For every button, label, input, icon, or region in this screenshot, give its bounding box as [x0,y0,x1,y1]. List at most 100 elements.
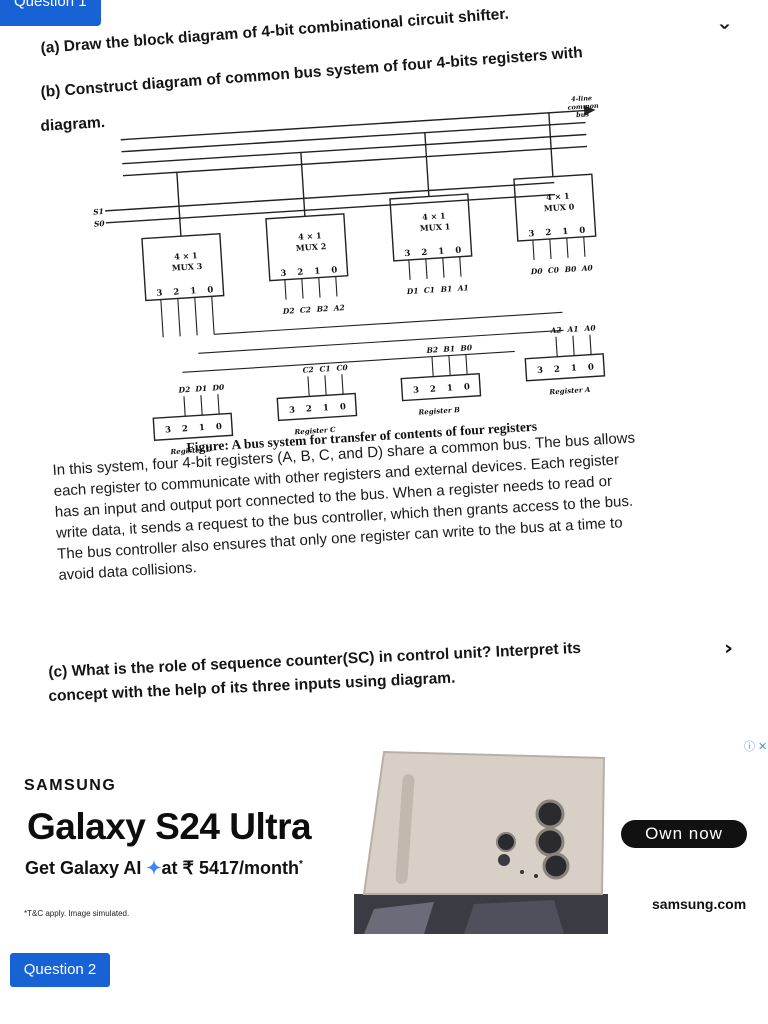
svg-text:B1: B1 [442,344,455,354]
mux-2-title-1: 4 × 1 [298,230,322,241]
mux-1-title-2: MUX 1 [420,221,451,233]
bus-label-2: common [567,102,599,112]
svg-text:0: 0 [464,382,471,392]
select-line-s0 [105,193,556,224]
svg-text:0: 0 [579,226,586,236]
ad-product-name: Galaxy S24 Ultra [27,806,312,847]
svg-text:A2: A2 [332,303,345,313]
select-line-s1 [105,181,555,212]
svg-text:A1: A1 [566,324,579,334]
svg-text:1: 1 [323,403,330,413]
mux-3-title-1: 4 × 1 [174,250,198,261]
svg-text:D1: D1 [194,384,207,394]
svg-text:D0: D0 [211,383,225,393]
register-c-label: Register C [293,425,336,437]
svg-text:2: 2 [421,248,428,258]
ad-choices-icon[interactable]: ⓘ ✕ [744,741,768,753]
svg-text:3: 3 [289,405,296,415]
svg-text:0: 0 [216,422,223,432]
svg-text:A0: A0 [580,263,593,273]
svg-text:1: 1 [438,247,445,257]
svg-text:2: 2 [182,424,189,434]
svg-text:B2: B2 [425,345,438,355]
svg-text:D0: D0 [530,266,544,276]
own-now-button[interactable]: Own now [621,820,747,848]
bus-system-diagram: 4 × 1 MUX 3 4 × 1 MUX 2 4 × 1 MUX 1 4 × … [93,94,606,457]
svg-text:C1: C1 [424,285,436,295]
mux-0-title-1: 4 × 1 [546,191,570,202]
svg-text:3: 3 [156,288,163,298]
svg-text:0: 0 [340,402,347,412]
question-1-label: Question 1 [14,0,87,10]
samsung-ad-banner[interactable]: ⓘ ✕ SAMSUNG Galaxy S24 Ultra Get Galaxy … [0,736,768,936]
bus-line [122,133,587,165]
question-2-label: Question 2 [23,961,97,978]
question-1-tab[interactable]: Question 1 [0,0,101,26]
ad-offer-suffix: at ₹ 5417/month [161,858,300,878]
svg-text:3: 3 [404,249,411,259]
ad-disclaimer: *T&C apply. Image simulated. [24,909,130,918]
svg-text:3: 3 [280,269,287,279]
chevron-right-icon[interactable]: › [724,637,734,660]
mux-3-title-2: MUX 3 [172,261,203,273]
register-d-label: Register D [169,445,213,457]
svg-text:0: 0 [331,265,338,275]
svg-text:C0: C0 [336,363,349,373]
svg-text:3: 3 [165,425,172,435]
bus-label-1: 4-line [571,94,592,103]
svg-text:1: 1 [447,383,454,393]
svg-text:C1: C1 [319,364,331,374]
svg-text:2: 2 [545,228,552,238]
bus-line [120,109,585,141]
question-2-button[interactable]: Question 2 [10,953,110,987]
svg-text:C2: C2 [302,365,314,375]
svg-text:B2: B2 [315,304,328,314]
svg-text:3: 3 [537,366,544,376]
svg-text:A0: A0 [583,323,596,333]
svg-text:0: 0 [455,246,462,256]
sparkle-icon: ✦ [146,858,162,878]
svg-text:1: 1 [571,364,578,374]
svg-text:2: 2 [173,287,180,297]
svg-text:D1: D1 [406,286,419,296]
mux-2-title-2: MUX 2 [296,241,327,253]
svg-text:3: 3 [413,386,420,396]
bus-line [122,145,588,177]
ad-offer-mark: * [299,859,303,870]
svg-text:2: 2 [554,365,561,375]
register-a-box [524,353,606,382]
svg-text:1: 1 [562,227,569,237]
svg-text:C2: C2 [300,305,312,315]
ad-website[interactable]: samsung.com [652,896,747,912]
svg-text:B0: B0 [563,264,577,274]
select-s1-label: S1 [93,207,104,217]
register-c-box [276,392,358,422]
mux-0-title-2: MUX 0 [544,201,575,213]
svg-text:0: 0 [588,362,595,372]
bus-arrow [583,105,596,116]
ad-brand: SAMSUNG [24,777,117,794]
svg-text:3: 3 [528,229,535,239]
svg-text:2: 2 [430,384,437,394]
register-a-label: Register A [548,385,591,397]
register-d-box [152,412,234,441]
mux-1-title-1: 4 × 1 [422,211,446,222]
ad-offer-prefix: Get Galaxy AI [25,858,142,878]
svg-text:A2: A2 [549,325,562,335]
svg-text:1: 1 [314,266,321,276]
svg-text:1: 1 [190,286,197,296]
svg-text:A1: A1 [456,283,469,293]
svg-text:D2: D2 [177,385,190,395]
select-s0-label: S0 [94,219,106,229]
bus-label-3: bus [576,110,590,119]
question-a-text: (a) Draw the block diagram of 4-bit comb… [40,5,510,57]
bus-line [121,121,586,153]
ad-offer: Get Galaxy AI ✦at ₹ 5417/month* [25,858,303,879]
svg-text:D2: D2 [282,306,295,316]
svg-text:C0: C0 [548,265,561,275]
phone-image [354,750,608,934]
register-b-box [400,372,482,402]
svg-text:2: 2 [297,268,304,278]
svg-text:0: 0 [207,285,214,295]
svg-text:B0: B0 [459,343,473,353]
